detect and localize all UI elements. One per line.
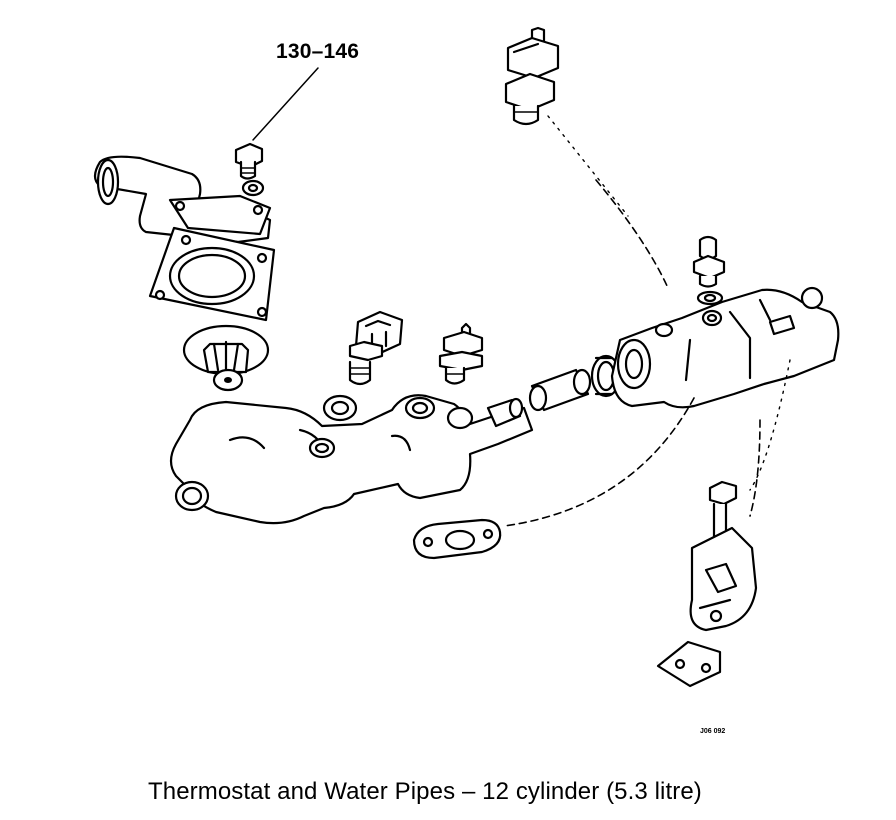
thermostat: [182, 324, 270, 392]
outlet-gasket: [412, 518, 502, 560]
coolant-switch: [504, 26, 560, 126]
guide-line: [749, 359, 791, 491]
locking-plate: [656, 640, 722, 688]
figure-caption: Thermostat and Water Pipes – 12 cylinder…: [148, 778, 702, 805]
part-reference-label: 130–146: [276, 40, 360, 63]
guide-line: [503, 397, 695, 527]
guide-line: [547, 115, 629, 217]
thermostat-housing: [93, 155, 272, 244]
water-pipe-manifold: [169, 394, 534, 525]
guide-line: [749, 419, 761, 517]
reference-leader-line: [252, 67, 319, 141]
connecting-hose: [528, 368, 592, 412]
mounting-bracket: [689, 526, 758, 632]
guide-line: [595, 179, 669, 289]
temperature-sensor-connector: [348, 310, 404, 386]
bleed-valve: [692, 235, 726, 288]
housing-gasket: [148, 226, 276, 322]
housing-bolt: [234, 142, 264, 180]
rear-water-pipe: [610, 286, 840, 409]
temperature-transmitter: [438, 322, 484, 385]
figure-code: J06 092: [700, 728, 726, 735]
